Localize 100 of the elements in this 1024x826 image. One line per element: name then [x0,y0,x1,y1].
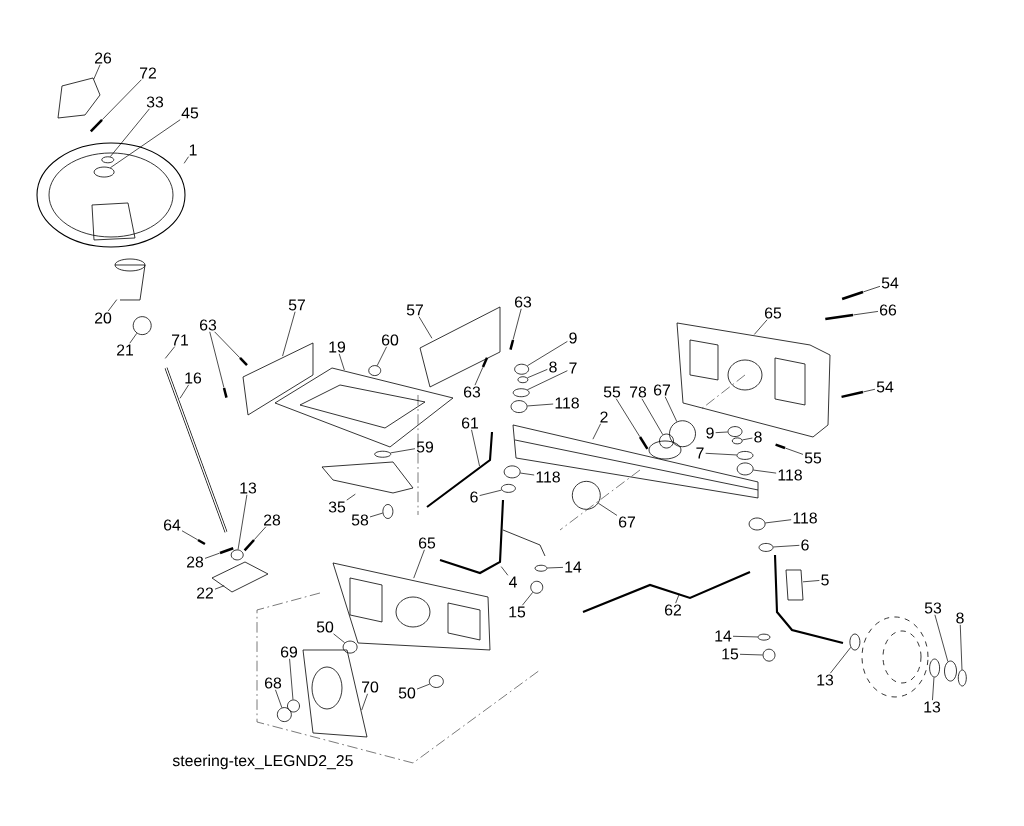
washer [944,660,957,682]
leader-line [237,494,248,550]
callout-number: 28 [264,514,281,526]
leader-line [742,437,753,441]
washer [731,437,743,445]
washer [534,564,548,572]
callout-number: 66 [880,304,897,316]
callout-number: 118 [555,397,579,409]
callout-number: 26 [95,52,112,64]
washer [659,433,674,449]
leader-line [474,366,484,386]
leader-line [773,545,800,548]
bolt [509,339,515,350]
washer [342,640,358,654]
callout-number: 67 [619,516,635,528]
washer [957,669,967,687]
leader-line [664,396,678,422]
callout-number: 62 [665,604,681,616]
leader-line [214,331,241,359]
leader-line [862,388,876,393]
leader-line [802,580,820,583]
washer [501,484,516,493]
washer [512,388,530,398]
washer [510,400,528,413]
bolt [481,357,489,368]
leader-line [129,332,138,344]
callout-number: 63 [464,386,481,398]
callout-number: 57 [406,304,423,316]
washer [230,549,244,561]
washer [276,707,292,722]
callout-number: 6 [801,539,809,551]
callout-number: 69 [281,646,298,658]
washer [530,580,544,594]
callout-number: 50 [398,687,416,699]
leader-line [500,566,509,576]
callout-number: 65 [765,307,782,319]
callout-number: 16 [185,372,202,384]
callout-number: 63 [515,296,532,308]
bolt [775,443,786,450]
leader-line [107,299,118,312]
bolt [197,538,206,546]
leader-line [522,591,534,606]
callout-number: 35 [328,501,346,513]
leader-line [785,447,804,455]
washer [849,633,861,651]
washer [514,363,530,375]
leader-line [376,346,387,366]
callout-number: 1 [189,144,197,156]
callout-number: 33 [146,96,164,108]
bolt [638,436,649,450]
callout-number: 118 [793,512,817,524]
leader-line [181,530,199,541]
bolt [841,390,864,399]
leader-line [705,452,737,456]
leader-line [413,549,425,579]
washer [748,517,766,531]
callout-number: 7 [696,447,704,459]
washer [929,658,940,678]
leader-line [547,567,564,569]
washer [382,504,394,519]
leader-line [732,635,758,638]
leader-line [204,552,221,559]
callout-number: 28 [187,556,204,568]
callout-number: 50 [316,621,334,633]
leader-line [390,448,416,454]
callout-number: 72 [140,67,156,79]
bolt [841,290,864,301]
leader-line [346,493,356,501]
callout-number: 54 [876,381,894,393]
leader-line [416,683,430,690]
washer [669,420,696,448]
washer [736,451,754,460]
callout-number: 20 [95,312,112,324]
leader-line [520,472,535,476]
callout-number: 63 [200,319,217,331]
callout-number: 68 [265,677,282,689]
callout-number: 5 [821,574,829,586]
callout-number: 13 [817,674,834,686]
leader-line [934,614,949,662]
leader-line [333,633,346,644]
callout-number: 70 [362,681,379,693]
leader-line [275,689,283,708]
leader-line [753,469,777,474]
leader-line [253,526,267,541]
leader-line [862,285,881,293]
callout-number: 14 [565,561,582,573]
leader-line [179,384,189,399]
callout-number: 22 [197,587,213,599]
leader-line [675,593,680,604]
washer [762,648,776,662]
washer [517,376,529,384]
callout-number: 65 [419,537,436,549]
callout-number: 9 [706,427,714,439]
leader-line [282,311,296,357]
leader-line [765,519,792,524]
callout-number: 4 [508,576,517,588]
leader-line [418,316,433,339]
callout-number: 13 [240,482,257,494]
callout-number: 45 [181,107,199,119]
bolt [89,119,103,133]
